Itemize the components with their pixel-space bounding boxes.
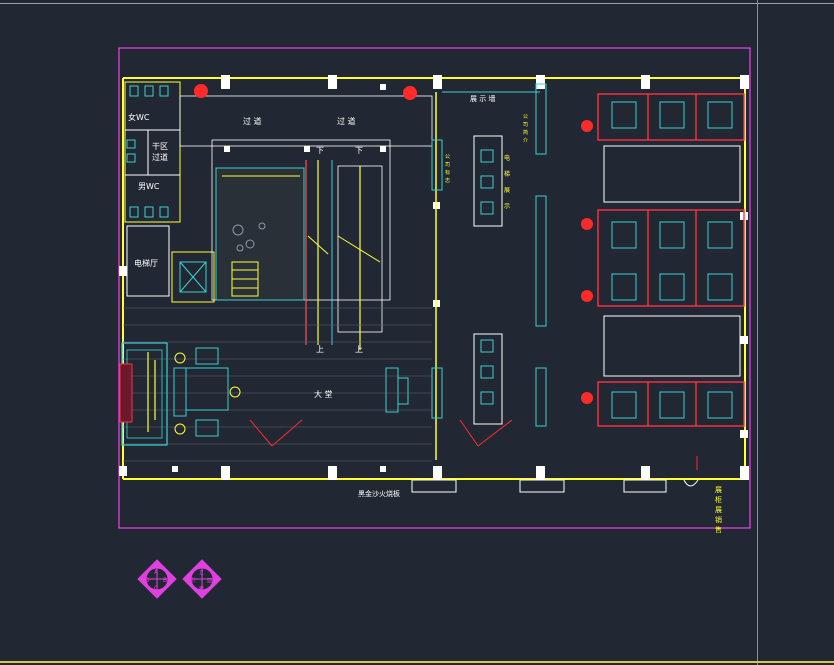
legend-index-4: 引 <box>190 577 195 584</box>
case-label-1c: 展 <box>504 187 510 194</box>
top-frame-line <box>0 3 834 4</box>
logo-label-b: 司 <box>445 162 450 168</box>
restroom-block <box>124 81 181 297</box>
entrance-label-2: 柜 <box>715 495 722 504</box>
label-male-wc: 男WC <box>138 182 160 191</box>
label-elevator-hall: 电梯厅 <box>134 258 158 268</box>
decorative-plants <box>194 84 593 404</box>
label-dry-area: 干区 <box>152 142 168 151</box>
service-elevator <box>171 251 215 303</box>
label-corridor-right: 过 道 <box>337 116 356 126</box>
case-label-1d: 示 <box>504 203 510 210</box>
label-display-wall: 展 示 墙 <box>470 94 495 103</box>
legend-index-2: 面 <box>207 578 212 584</box>
entrance-doors <box>249 419 513 447</box>
entrance-label-1: 展 <box>715 486 722 494</box>
legend-letter-a: A <box>154 569 159 576</box>
drawing-border <box>118 47 751 529</box>
case-label-1a: 电 <box>504 154 510 162</box>
bottom-openings <box>411 479 699 493</box>
intro-label-c: 简 <box>523 129 528 136</box>
legend-letter-c: C <box>154 585 158 592</box>
exhibition-area <box>431 83 547 460</box>
label-corridor-left: 过 道 <box>243 116 262 126</box>
intro-label-d: 介 <box>523 138 528 144</box>
legend-letter-b: B <box>163 577 167 584</box>
label-up-right: 上 <box>355 345 363 354</box>
entrance-label-3: 展 <box>715 506 722 514</box>
lounge-seating <box>119 342 409 446</box>
logo-label-a: 公 <box>445 154 450 160</box>
legend-index-1: 立 <box>199 569 204 576</box>
label-down-right: 下 <box>355 146 363 155</box>
intro-label-b: 司 <box>523 122 528 128</box>
legend-symbol-abcd <box>137 559 177 599</box>
escalators <box>305 160 383 350</box>
bottom-frame-line <box>0 661 834 663</box>
logo-label-c: 标 <box>445 169 450 176</box>
label-dry-corridor: 过道 <box>152 152 168 162</box>
label-up-left: 上 <box>316 345 324 354</box>
label-down-left: 下 <box>316 146 324 155</box>
case-label-1b: 梯 <box>504 170 510 178</box>
legend-symbol-index <box>182 559 222 599</box>
label-female-wc: 女WC <box>128 112 150 122</box>
entrance-label-5: 售 <box>715 525 722 534</box>
entrance-label-4: 销 <box>715 515 722 524</box>
logo-label-d: 志 <box>445 177 450 184</box>
office-rooms <box>597 93 745 427</box>
label-lobby: 大 堂 <box>314 389 333 399</box>
intro-label-a: 公 <box>523 114 528 120</box>
right-frame-line <box>757 0 758 665</box>
legend-index-3: 索 <box>199 585 204 592</box>
label-wall-material: 黑金沙火烧板 <box>358 489 400 498</box>
atrium-area <box>179 95 433 301</box>
legend-letter-d: D <box>145 577 150 584</box>
